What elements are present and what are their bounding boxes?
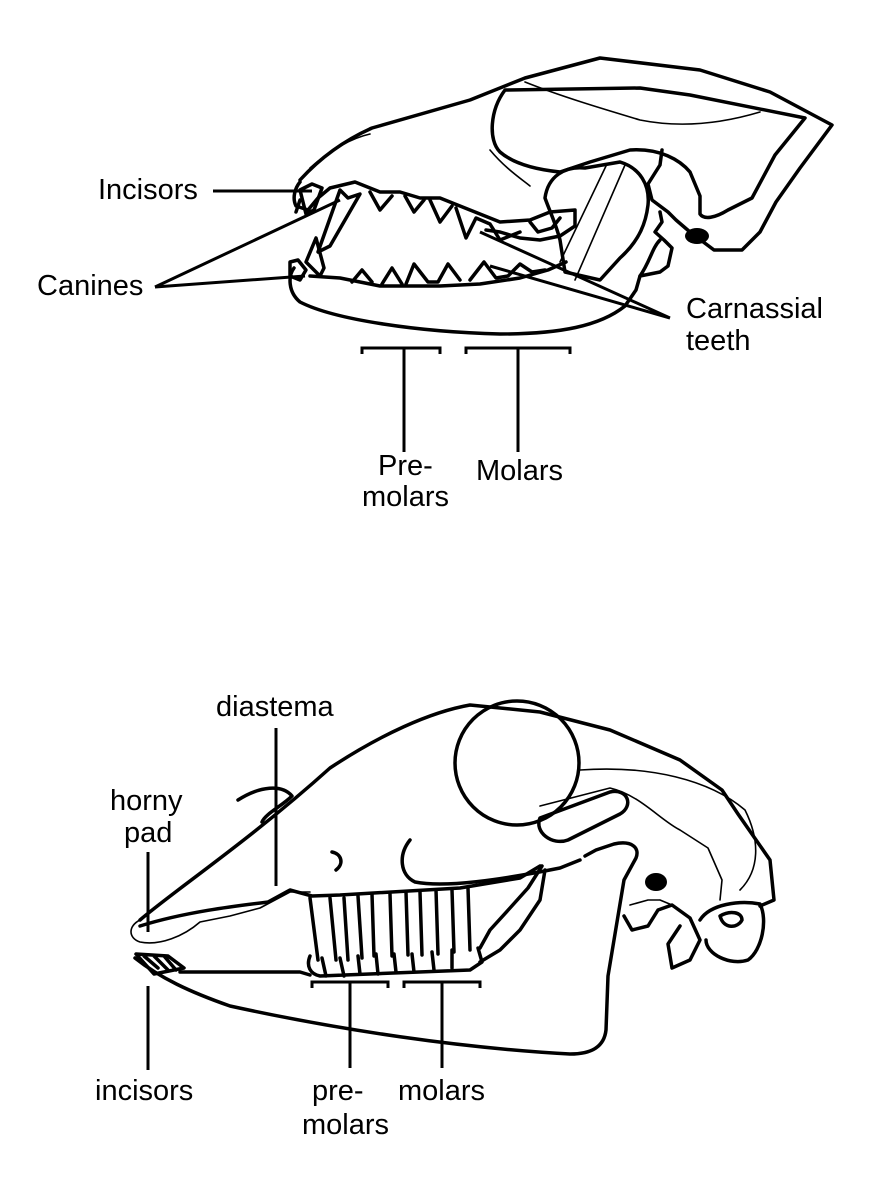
herbivore-face-curve <box>400 838 582 886</box>
carnivore-condyle <box>638 238 662 278</box>
label-premolars-line2: molars <box>362 481 449 513</box>
carnivore-zygomatic-line-2 <box>559 165 607 263</box>
carnivore-labels: Incisors Canines Carnassial teeth Pre- m… <box>37 174 823 513</box>
herbivore-lower-teeth <box>306 946 484 978</box>
carnivore-nasal-line <box>309 133 531 187</box>
label-carnassial-line2: teeth <box>686 325 751 357</box>
label-molars-carnivore: Molars <box>476 455 563 487</box>
label-molars-herbivore: molars <box>398 1075 485 1107</box>
herbivore-orbit <box>453 699 581 827</box>
herbivore-occipital <box>622 900 766 970</box>
herbivore-upper-teeth <box>308 886 472 962</box>
premolars-herbivore-bracket <box>310 980 390 1068</box>
herbivore-lower-jaw <box>133 841 639 1056</box>
label-diastema: diastema <box>216 691 335 723</box>
carnassial-leader <box>479 230 671 320</box>
label-horny-pad-line1: horny <box>110 785 183 817</box>
carnivore-leader-lines <box>154 189 671 452</box>
label-carnassial-line1: Carnassial <box>686 293 823 325</box>
herbivore-skull <box>130 699 776 1056</box>
carnivore-orbit <box>543 160 650 282</box>
herbivore-jaw-inner <box>478 868 547 964</box>
premolars-bracket <box>360 346 442 452</box>
herbivore-molar-row <box>478 864 544 950</box>
carnivore-upper-molars <box>528 216 562 234</box>
herbivore-face-notch <box>330 850 343 872</box>
label-premolars-line1: Pre- <box>378 450 433 482</box>
herbivore-braincase-line <box>579 768 757 891</box>
carnivore-skull <box>288 56 834 336</box>
label-premolars-herbivore-line2: molars <box>302 1109 389 1141</box>
label-incisors-herbivore: incisors <box>95 1075 193 1107</box>
herbivore-labels: diastema horny pad incisors pre- molars … <box>95 691 485 1141</box>
carnivore-upper-canine <box>316 188 362 254</box>
carnivore-upper-jaw <box>292 180 577 242</box>
carnivore-sagittal-line <box>524 81 761 125</box>
carnivore-lower-canine <box>304 236 326 278</box>
carnivore-lower-premolars <box>350 262 462 286</box>
herbivore-leader-lines <box>146 728 482 1070</box>
herbivore-upper-jaw <box>138 864 542 928</box>
label-canines: Canines <box>37 270 143 302</box>
carnivore-cranium-outline <box>298 56 834 252</box>
molars-herbivore-bracket <box>402 980 482 1068</box>
herbivore-lower-incisors <box>134 952 186 976</box>
canines-leader <box>154 198 341 289</box>
molars-bracket <box>464 346 572 452</box>
herbivore-skull-outline <box>138 703 776 922</box>
herbivore-zygomatic-thin <box>539 787 723 901</box>
label-premolars-herbivore-line1: pre- <box>312 1075 364 1107</box>
carnivore-upper-premolars <box>368 190 522 242</box>
carnivore-braincase <box>490 86 807 220</box>
herbivore-zygomatic-arch <box>537 789 630 844</box>
herbivore-horn <box>236 786 294 824</box>
herbivore-snout <box>130 891 311 944</box>
carnivore-lower-molars <box>468 260 547 282</box>
carnivore-ear-hole <box>685 228 709 244</box>
label-incisors-carnivore: Incisors <box>98 174 198 206</box>
herbivore-ear-hole <box>645 873 667 891</box>
carnivore-upper-incisors <box>294 182 324 216</box>
carnivore-lower-jaw <box>288 210 674 336</box>
label-horny-pad-line2: pad <box>124 817 172 849</box>
carnivore-zygomatic-line <box>574 164 626 281</box>
herbivore-mastoid <box>629 899 673 906</box>
